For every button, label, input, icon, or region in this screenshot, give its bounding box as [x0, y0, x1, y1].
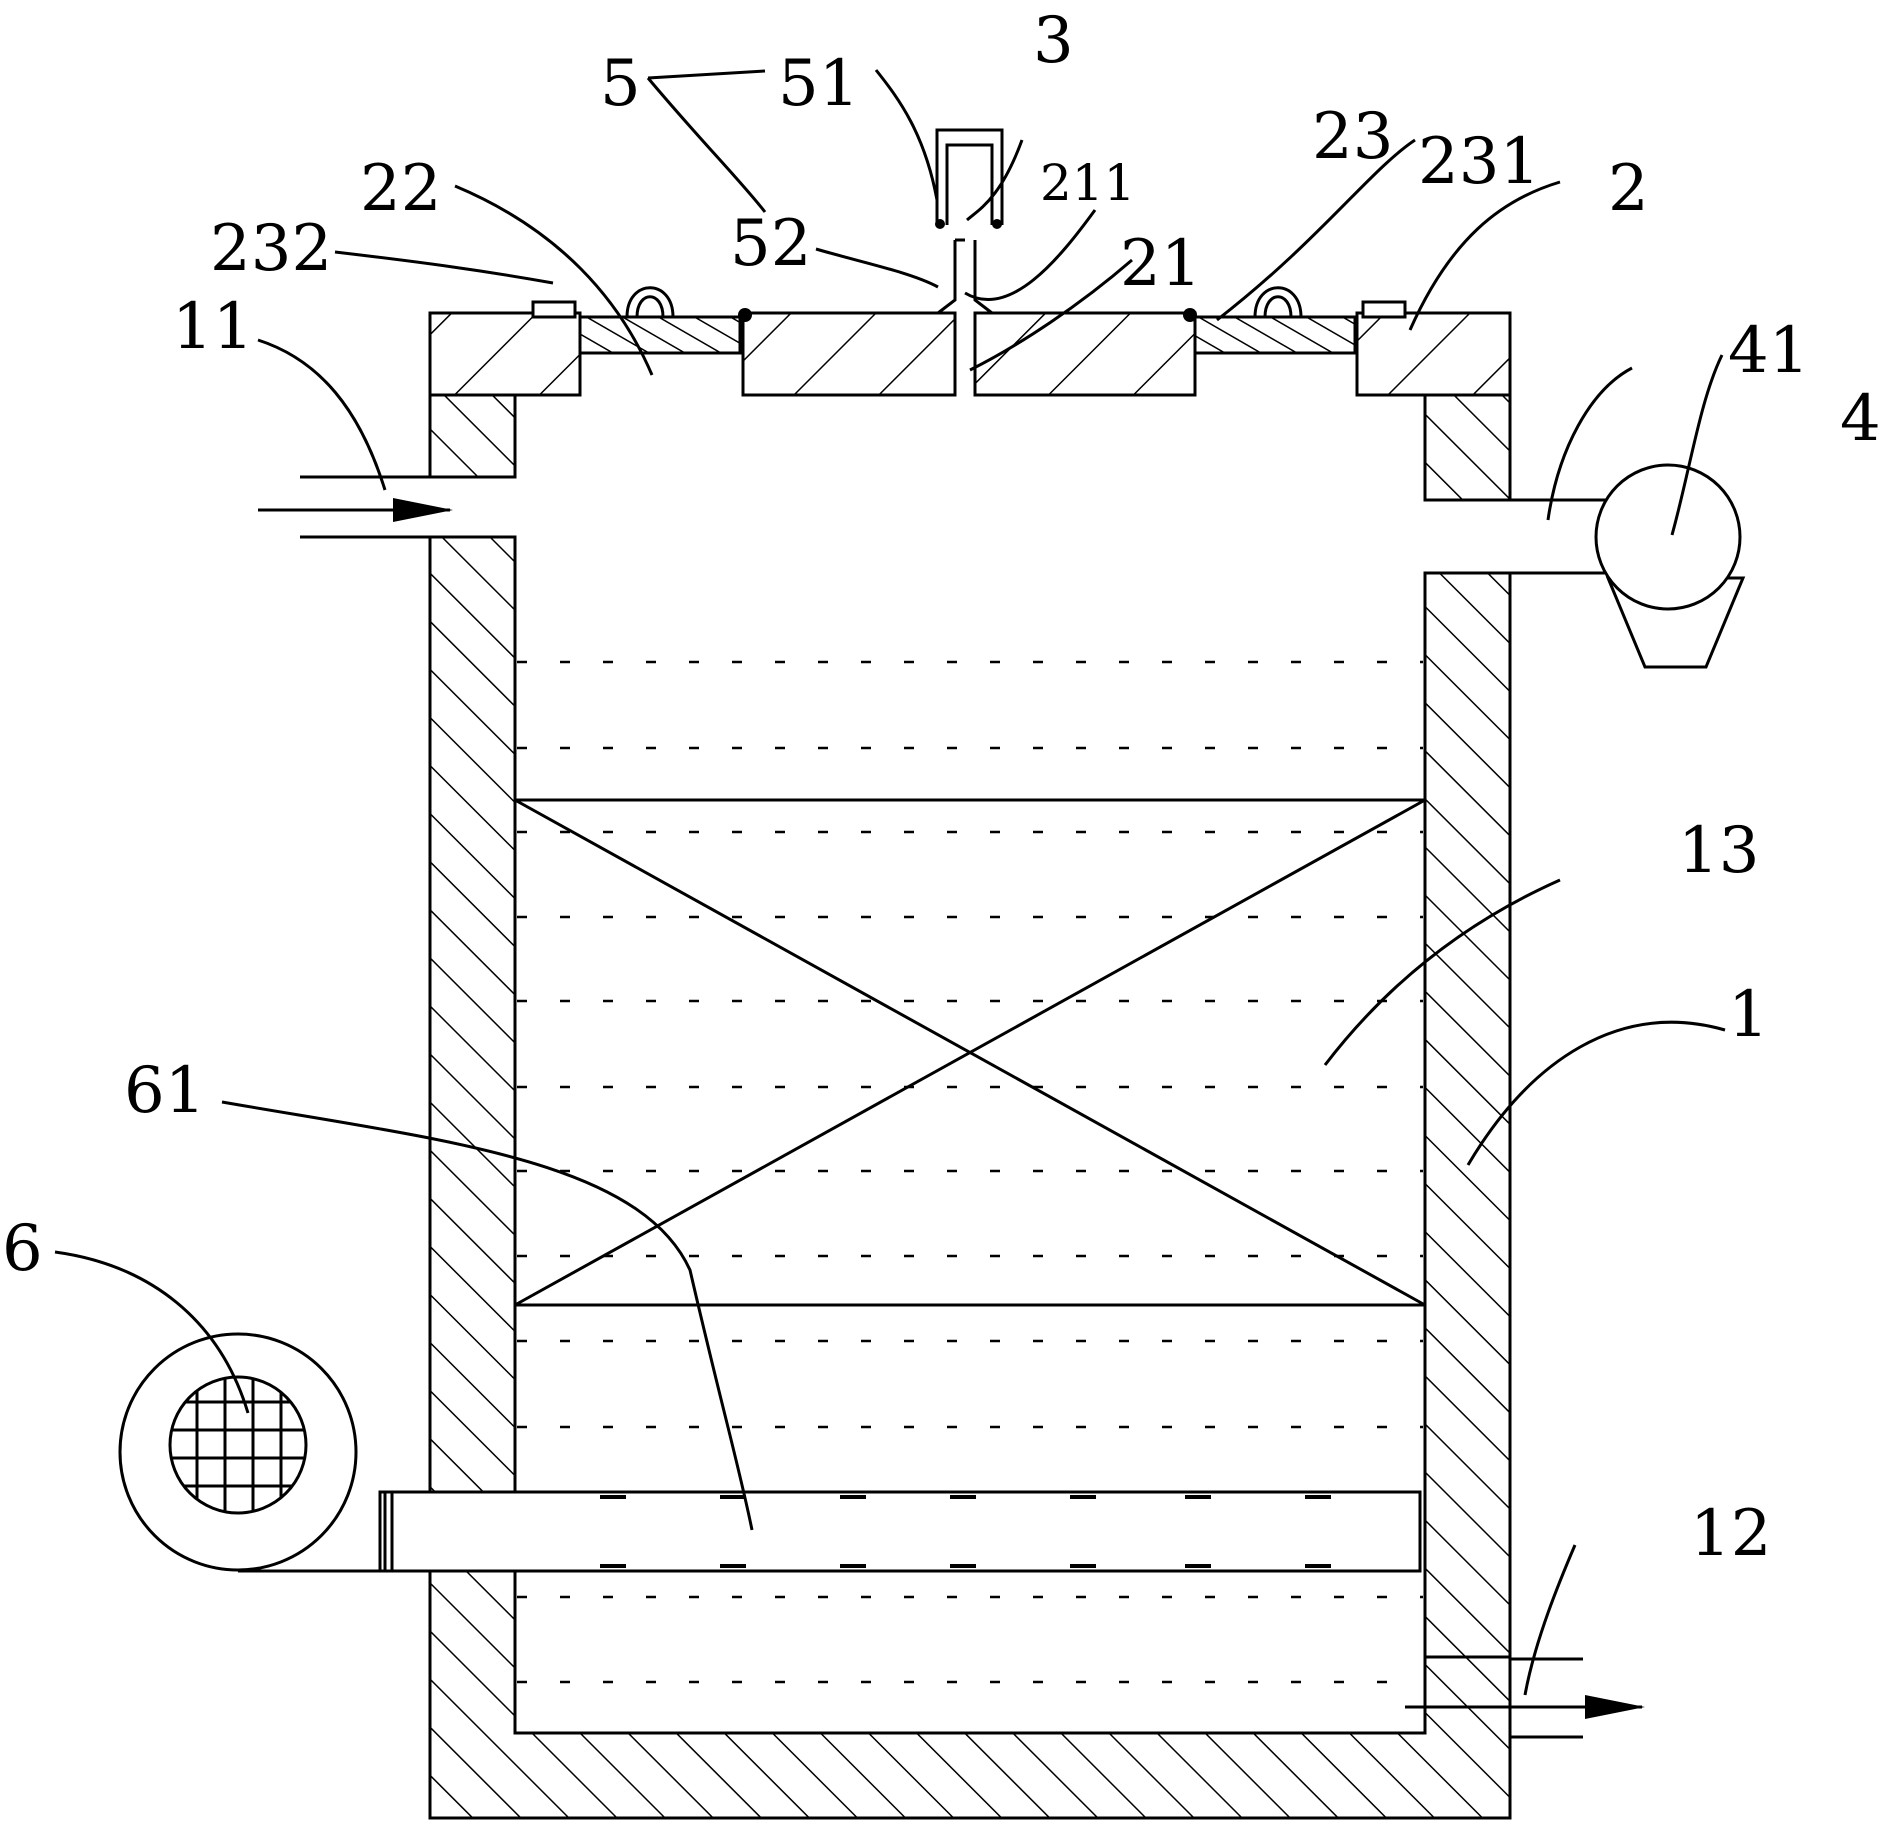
aeration-pipe [378, 1490, 1422, 1573]
flap-right [1183, 286, 1407, 355]
label-4: 4 [1840, 382, 1881, 456]
cap [935, 128, 1004, 229]
blower [118, 1332, 385, 1573]
label-61: 61 [124, 1054, 205, 1128]
label-211: 211 [1040, 154, 1135, 212]
label-23: 23 [1312, 100, 1393, 174]
label-13: 13 [1678, 814, 1759, 888]
leader-lines [54, 69, 1726, 1696]
label-232: 232 [210, 212, 332, 286]
outlet-pipe [1405, 1657, 1645, 1739]
flap-left [531, 286, 752, 355]
pump [1510, 463, 1746, 669]
inlet-pipe [258, 475, 453, 539]
label-5: 5 [600, 47, 641, 121]
label-12: 12 [1690, 1497, 1771, 1571]
label-21: 21 [1120, 227, 1201, 301]
label-1: 1 [1728, 978, 1769, 1052]
label-11: 11 [172, 290, 253, 364]
tank-body [428, 393, 1512, 1820]
label-22: 22 [360, 152, 441, 226]
label-3: 3 [1033, 4, 1074, 78]
label-51: 51 [778, 47, 859, 121]
label-41: 41 [1728, 314, 1809, 388]
label-52: 52 [730, 207, 811, 281]
label-6: 6 [2, 1212, 43, 1286]
filler-packing [513, 798, 1427, 1307]
liquid-level-lines [517, 660, 1423, 1684]
label-231: 231 [1418, 125, 1540, 199]
callout-labels: 3 5 51 23 231 211 22 2 232 52 21 11 41 4… [2, 4, 1881, 1571]
label-2: 2 [1608, 152, 1649, 226]
lid [428, 238, 1512, 397]
